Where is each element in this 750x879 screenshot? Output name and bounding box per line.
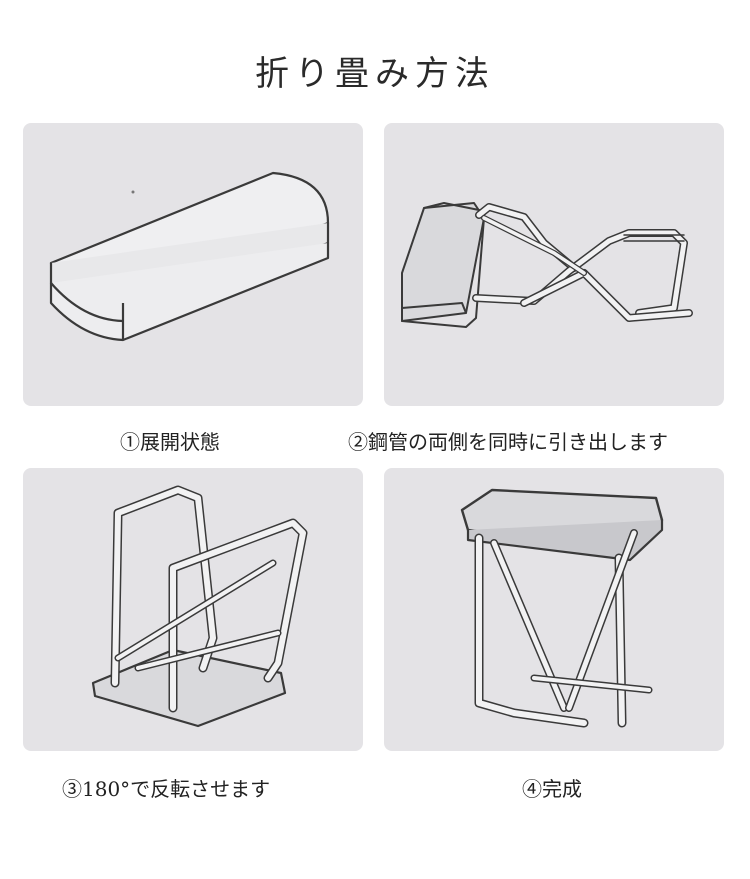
- flipped-stool-drawing: [91, 485, 308, 728]
- step-1-caption: ①展開状態: [120, 430, 220, 454]
- completed-stool-drawing: [460, 488, 664, 728]
- step-4-illustration: [384, 468, 724, 751]
- page-title: 折り畳み方法: [255, 54, 495, 94]
- step-2-caption: ②鋼管の両側を同時に引き出します: [348, 430, 668, 454]
- folded-stool-drawing: [49, 171, 330, 342]
- unfolding-stool-drawing: [401, 202, 693, 328]
- step-3-illustration: [23, 468, 363, 751]
- step-4-caption: ④完成: [522, 777, 582, 801]
- step-2-illustration: [384, 123, 724, 406]
- step-1-illustration: [23, 123, 363, 406]
- step-3-caption: ③180°で反転させます: [62, 777, 271, 801]
